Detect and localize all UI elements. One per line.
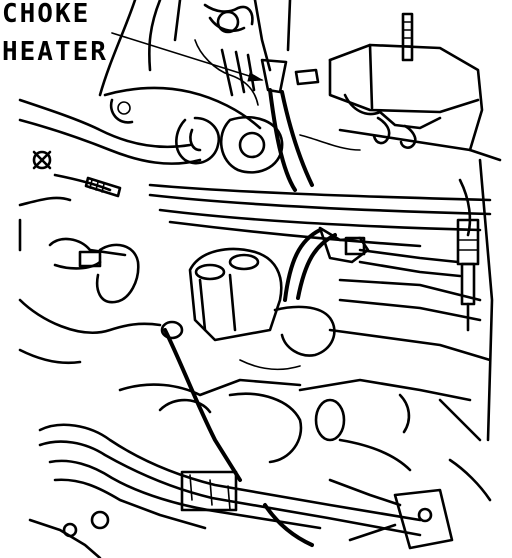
harness-clip: [180, 470, 238, 512]
spark-plug-wires: [283, 226, 462, 302]
cylinder-head: [188, 247, 492, 362]
vacuum-hoses-left: [18, 98, 284, 174]
manifold-block: [328, 12, 502, 162]
frame-lines: [18, 134, 494, 442]
bolt-icon: [84, 176, 122, 198]
choke-label-line2: HEATER: [2, 37, 108, 67]
bottom-right-bracket: [328, 458, 492, 550]
fuel-lines: [148, 183, 492, 248]
lower-manifold: [118, 378, 482, 472]
spark-plug-boot: [456, 218, 480, 266]
wiring-harness: [28, 423, 422, 558]
callout-leader-line: [111, 32, 263, 81]
choke-heater-connector: [260, 58, 320, 192]
mounting-stud: [401, 12, 414, 62]
wire-connector: [344, 236, 366, 256]
left-plug-wire: [18, 237, 242, 482]
left-bracket: [18, 150, 122, 207]
right-spark-plug: [456, 218, 480, 332]
choke-label-line1: CHOKE: [2, 0, 90, 29]
choke-housing: [98, 0, 292, 130]
